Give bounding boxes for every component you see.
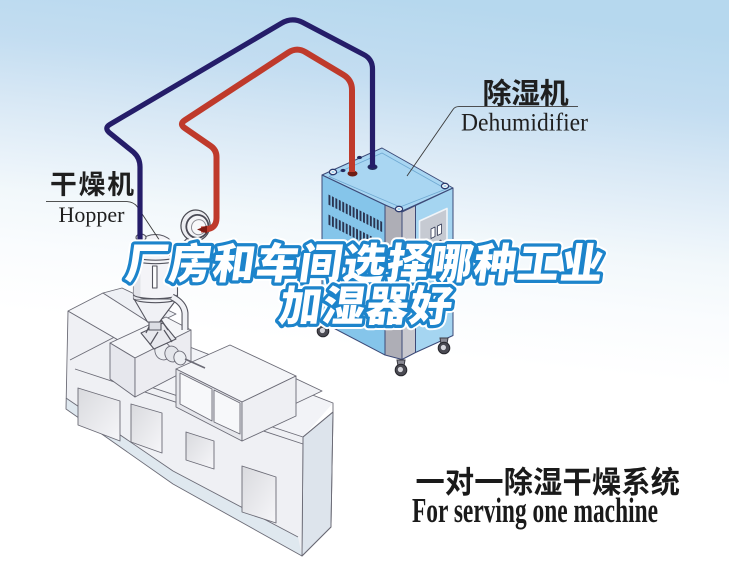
svg-text:For serving one machine: For serving one machine (412, 491, 658, 530)
svg-text:Dehumidifier: Dehumidifier (461, 110, 589, 137)
svg-text:Hopper: Hopper (59, 202, 126, 227)
